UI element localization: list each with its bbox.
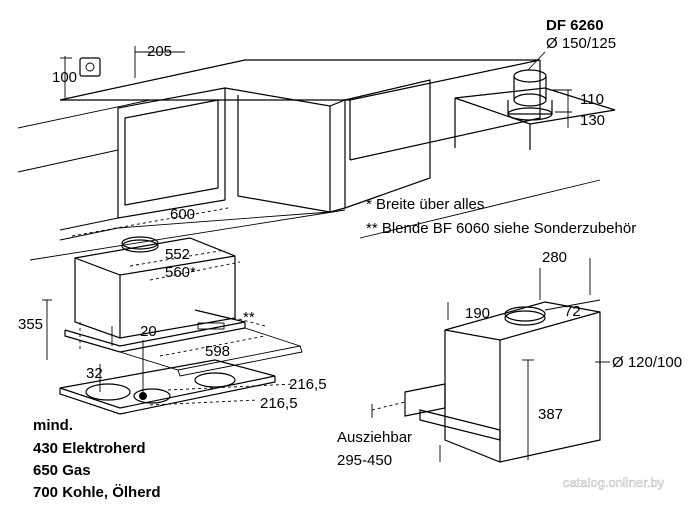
note-dstar: ** Blende BF 6060 siehe Sonderzubehör — [366, 220, 636, 237]
dim-560-label: 560* — [165, 264, 196, 281]
dim-552-label: 552 — [165, 246, 190, 263]
min-title: mind. — [33, 417, 73, 434]
dim-dstar-label: ** — [243, 309, 255, 326]
dim-130-label: 130 — [580, 112, 605, 129]
extend-range: 295-450 — [337, 452, 392, 469]
dim-560: 560* — [149, 261, 241, 281]
dim-190-label: 190 — [465, 305, 490, 322]
dim-205: 205 — [134, 43, 185, 78]
min-line-1: 430 Elektroherd — [33, 440, 146, 457]
df6260-detail: DF 6260 Ø 150/125 — [454, 17, 616, 150]
dim-100-label: 100 — [52, 69, 77, 86]
dim-20: 20 — [111, 323, 157, 346]
watermark: catalog.onliner.by — [563, 475, 665, 490]
model-diameter: Ø 150/125 — [546, 35, 616, 52]
dim-598-label: 598 — [205, 343, 230, 360]
dim-100: 100 — [52, 56, 77, 98]
note-star: * Breite über alles — [366, 196, 484, 213]
wall-cabinets — [17, 57, 601, 261]
model-label: DF 6260 — [546, 17, 604, 34]
dim-32-label: 32 — [86, 365, 103, 382]
socket-icon — [79, 57, 101, 77]
dim-552: 552 — [129, 246, 226, 267]
dim-600: 600 — [71, 206, 229, 237]
dim-205-label: 205 — [147, 43, 172, 60]
dim-72-label: 72 — [564, 303, 581, 320]
dim-216-b: 216,5 — [149, 395, 298, 412]
min-line-3: 700 Kohle, Ölherd — [33, 484, 161, 501]
min-line-2: 650 Gas — [33, 462, 91, 479]
dim-20-label: 20 — [140, 323, 157, 340]
min-distance: mind. 430 Elektroherd 650 Gas 700 Kohle,… — [33, 417, 161, 501]
dim-600-label: 600 — [170, 206, 195, 223]
dim-216-a: 216,5 — [167, 376, 327, 393]
dim-120-label: Ø 120/100 — [612, 354, 682, 371]
dim-355-label: 355 — [18, 316, 43, 333]
cooktop — [59, 340, 276, 415]
dim-355: 355 — [18, 299, 52, 360]
hood-right — [371, 258, 610, 463]
dim-216a-label: 216,5 — [289, 376, 327, 393]
extend-label: Ausziehbar — [337, 429, 412, 446]
dim-32: 32 — [86, 365, 103, 382]
dim-280-label: 280 — [542, 249, 567, 266]
dim-216b-label: 216,5 — [260, 395, 298, 412]
dim-387-label: 387 — [538, 406, 563, 423]
dim-110-label: 110 — [580, 91, 604, 108]
hood-left — [64, 236, 303, 377]
dim-598: 598 — [159, 335, 266, 360]
